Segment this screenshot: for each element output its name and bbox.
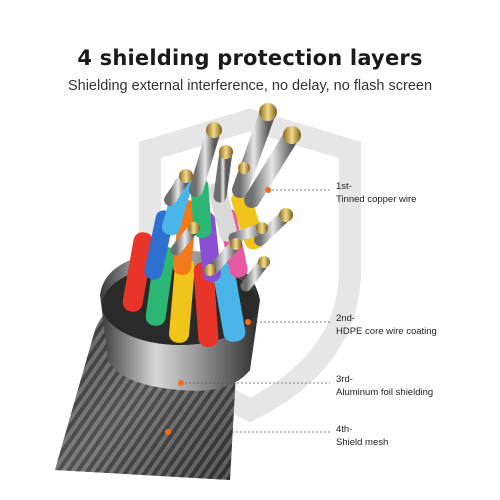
callout-3: 3rd- Aluminum foil shielding — [336, 373, 433, 399]
callout-index: 4th- — [336, 424, 353, 435]
callout-label: Aluminum foil shielding — [336, 387, 434, 398]
subhead: Shielding external interference, no dela… — [67, 78, 433, 94]
callout-index: 3rd- — [336, 374, 353, 385]
callout-index: 2nd- — [336, 313, 356, 324]
callout-2: 2nd- HDPE core wire coating — [336, 312, 437, 338]
callout-1: 1st- Tinned copper wire — [336, 180, 416, 206]
callout-dots — [165, 187, 271, 435]
conductor-strands — [164, 103, 301, 292]
headline: 4 shielding protection layers — [77, 46, 423, 70]
callout-leaders — [168, 189, 330, 433]
callout-4: 4th- Shield mesh — [336, 423, 388, 449]
callout-label: Tinned copper wire — [336, 194, 417, 205]
callout-index: 1st- — [336, 181, 352, 192]
callout-label: Shield mesh — [336, 437, 389, 448]
callout-label: HDPE core wire coating — [336, 326, 437, 337]
